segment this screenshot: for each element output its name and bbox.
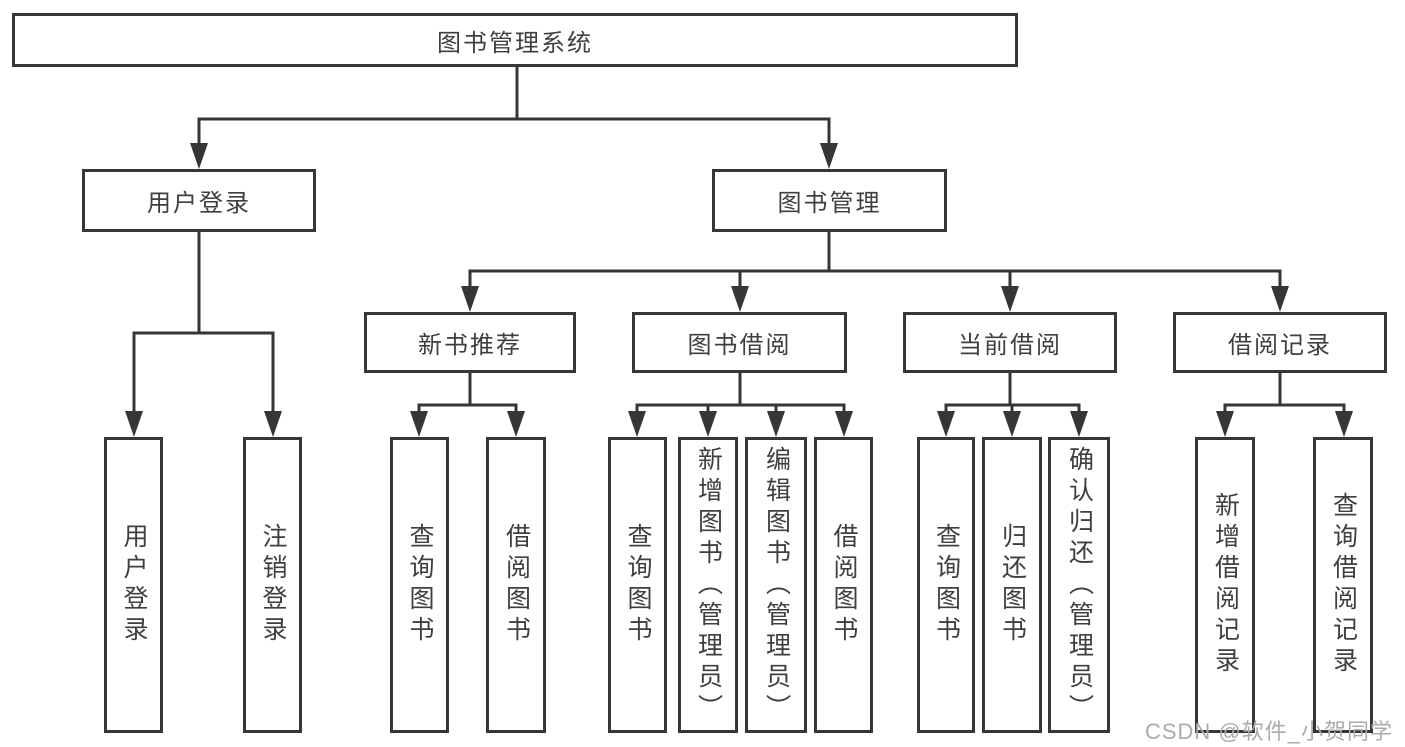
- arrow-down-icon: [507, 411, 525, 437]
- arrow-down-icon: [1070, 411, 1088, 437]
- node-label: 确认归还（管理员）: [1065, 445, 1094, 725]
- node-label: 新书推荐: [418, 332, 522, 359]
- arrow-down-icon: [410, 411, 428, 437]
- edge-current-borrow-branch: [944, 371, 1081, 416]
- node-label: 查询图书: [406, 523, 434, 647]
- arrow-down-icon: [264, 411, 282, 437]
- arrow-down-icon: [767, 411, 785, 437]
- node-new-book-recommend: 新书推荐: [364, 312, 576, 373]
- leaf-query-borrow-record: 查询借阅记录: [1313, 437, 1373, 733]
- node-current-borrow: 当前借阅: [903, 312, 1117, 373]
- node-label: 注销登录: [259, 523, 287, 647]
- arrow-down-icon: [731, 286, 749, 312]
- node-label: 查询借阅记录: [1329, 492, 1358, 678]
- node-label: 图书管理系统: [437, 29, 593, 57]
- leaf-query-books-current: 查询图书: [917, 437, 975, 733]
- leaf-query-books-recommend: 查询图书: [390, 437, 449, 733]
- node-label: 借阅图书: [830, 523, 858, 647]
- arrow-down-icon: [835, 411, 853, 437]
- node-borrow-records: 借阅记录: [1173, 312, 1387, 373]
- leaf-return-books: 归还图书: [982, 437, 1042, 733]
- node-label: 图书管理: [777, 190, 882, 217]
- node-user-login: 用户登录: [82, 169, 316, 232]
- arrow-down-icon: [699, 411, 717, 437]
- leaf-borrow-books-recommend: 借阅图书: [486, 437, 546, 733]
- arrow-down-icon: [461, 286, 479, 312]
- node-label: 查询图书: [932, 523, 961, 647]
- node-library-management-system: 图书管理系统: [12, 13, 1018, 67]
- leaf-borrow-books: 借阅图书: [814, 437, 873, 733]
- leaf-add-borrow-record: 新增借阅记录: [1195, 437, 1255, 733]
- edge-user-login-branch: [132, 230, 275, 416]
- node-label: 新增借阅记录: [1211, 492, 1240, 678]
- leaf-logout: 注销登录: [243, 437, 302, 733]
- edge-book-borrow-branch: [635, 371, 846, 416]
- node-label: 借阅图书: [502, 523, 531, 647]
- arrow-down-icon: [1003, 411, 1021, 437]
- node-label: 图书借阅: [687, 332, 792, 359]
- edge-root-to-level2: [197, 65, 831, 148]
- arrow-down-icon: [937, 411, 955, 437]
- arrow-down-icon: [820, 143, 838, 169]
- arrow-down-icon: [628, 411, 646, 437]
- node-label: 用户登录: [120, 523, 148, 647]
- arrow-down-icon: [1335, 411, 1353, 437]
- node-label: 查询图书: [624, 523, 652, 647]
- leaf-query-books-borrow: 查询图书: [608, 437, 667, 733]
- edge-borrow-records-branch: [1223, 371, 1346, 416]
- edge-new-book-branch: [417, 371, 518, 416]
- node-label: 用户登录: [147, 190, 251, 217]
- node-label: 借阅记录: [1228, 332, 1332, 359]
- leaf-add-books-admin: 新增图书（管理员）: [678, 437, 738, 733]
- edge-book-management-branch: [468, 230, 1282, 291]
- node-label: 新增图书（管理员）: [694, 445, 723, 725]
- leaf-edit-books-admin: 编辑图书（管理员）: [745, 437, 807, 733]
- csdn-watermark: CSDN @软件_小贺同学: [1144, 719, 1393, 744]
- leaf-user-login: 用户登录: [104, 437, 163, 733]
- node-book-management: 图书管理: [712, 169, 947, 232]
- node-label: 编辑图书（管理员）: [762, 445, 791, 725]
- node-book-borrow: 图书借阅: [632, 312, 847, 373]
- node-label: 归还图书: [998, 523, 1027, 647]
- arrow-down-icon: [190, 143, 208, 169]
- arrow-down-icon: [1271, 286, 1289, 312]
- arrow-down-icon: [1216, 411, 1234, 437]
- arrow-down-icon: [125, 411, 143, 437]
- leaf-confirm-return-admin: 确认归还（管理员）: [1048, 437, 1110, 733]
- node-label: 当前借阅: [958, 332, 1062, 359]
- arrow-down-icon: [1001, 286, 1019, 312]
